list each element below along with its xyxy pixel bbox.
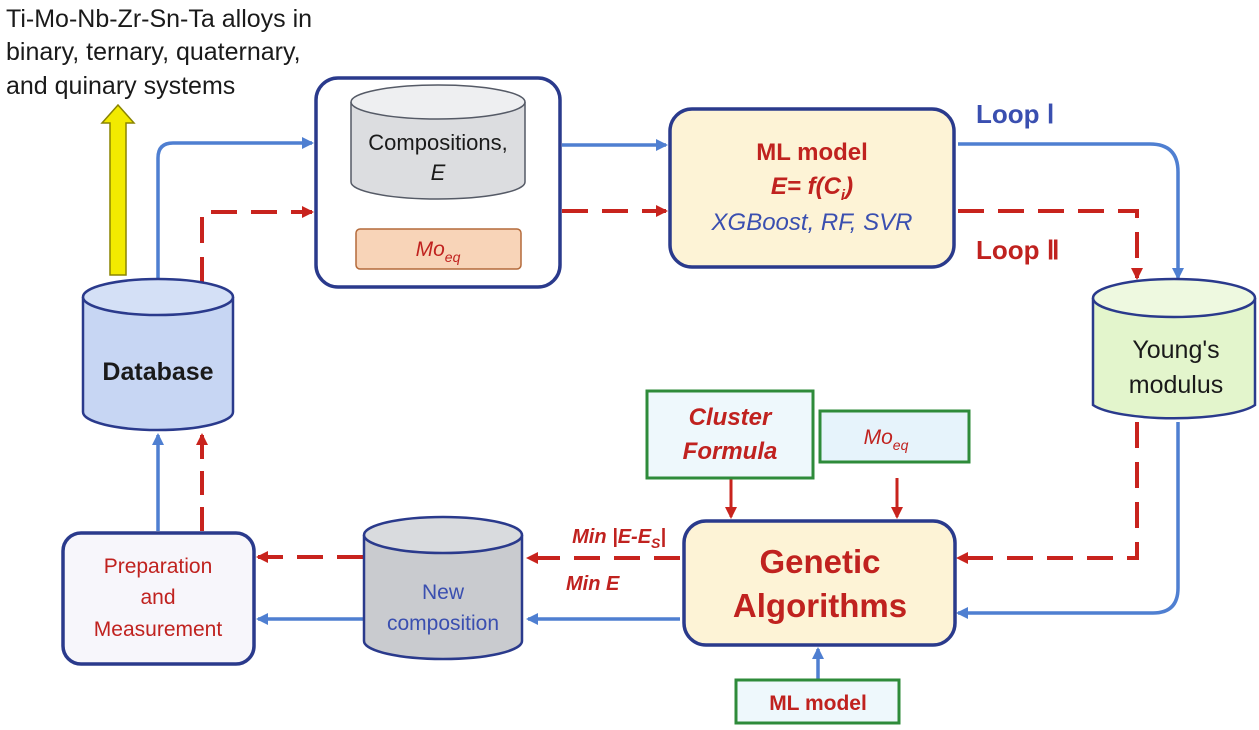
compositions-label-line2: E xyxy=(431,160,446,185)
ml-model-small-box: ML model xyxy=(734,678,901,725)
loop2-label: Loop Ⅱ xyxy=(976,235,1060,265)
arrow-ml-to-youngs-loop2 xyxy=(958,209,1143,280)
ml-model-small-label: ML model xyxy=(769,692,867,715)
preparation-line2: and xyxy=(140,586,175,609)
database-cylinder-body xyxy=(81,297,235,432)
moeq-input-label: Moeq xyxy=(864,426,909,453)
arrow-youngs-to-ga-loop1 xyxy=(956,422,1180,619)
preparation-box: Preparation and Measurement xyxy=(61,531,256,666)
youngs-label-line1: Young's xyxy=(1132,336,1219,364)
input-features-box: Compositions, E Moeq xyxy=(314,76,562,289)
ga-label-line2: Algorithms xyxy=(733,587,907,624)
arrow-youngs-to-ga-loop2 xyxy=(956,422,1139,564)
moeq-input-box: Moeq xyxy=(818,409,971,464)
objective-min-e: Min E xyxy=(566,573,620,595)
ga-label-line1: Genetic xyxy=(759,543,880,580)
arrow-database-to-moeq xyxy=(200,206,314,283)
youngs-cylinder-body xyxy=(1091,298,1257,420)
database-cylinder-top xyxy=(81,277,235,317)
arrow-database-to-inputs xyxy=(156,137,314,283)
ml-model-box: ML model E= f(Ci) XGBoost, RF, SVR xyxy=(668,107,956,269)
new-composition-node: New composition xyxy=(362,515,524,661)
source-note-line2: binary, ternary, quaternary, xyxy=(6,38,301,66)
database-node: Database xyxy=(81,277,235,432)
ml-model-title: ML model xyxy=(756,139,868,166)
moeq-feature-box xyxy=(355,228,522,270)
youngs-modulus-node: Young's modulus xyxy=(1091,277,1257,420)
newcomp-cylinder-body xyxy=(362,535,524,661)
compositions-cylinder-top xyxy=(350,84,526,120)
moeq-feature-label: Moeq xyxy=(416,238,461,265)
preparation-line3: Measurement xyxy=(94,618,223,641)
source-note-line1: Ti-Mo-Nb-Zr-Sn-Ta alloys in xyxy=(6,5,312,33)
source-note: Ti-Mo-Nb-Zr-Sn-Ta alloys in binary, tern… xyxy=(6,5,312,100)
genetic-algorithms-box: Genetic Algorithms xyxy=(682,519,957,647)
compositions-cylinder-body xyxy=(350,102,526,200)
newcomp-label-line1: New xyxy=(422,581,465,604)
arrow-ml-to-youngs-loop1 xyxy=(958,142,1184,280)
database-label: Database xyxy=(102,358,213,386)
ml-model-algorithms: XGBoost, RF, SVR xyxy=(711,209,913,236)
source-note-line3: and quinary systems xyxy=(6,72,235,100)
cluster-formula-line2: Formula xyxy=(683,438,778,465)
loop1-label: Loop Ⅰ xyxy=(976,99,1054,129)
objective-min-abs: Min |E-ES| xyxy=(572,526,666,551)
cluster-formula-line1: Cluster xyxy=(689,404,773,431)
youngs-label-line2: modulus xyxy=(1129,371,1224,399)
ml-model-equation: E= f(Ci) xyxy=(771,173,853,204)
compositions-label-line1: Compositions, xyxy=(368,130,507,155)
youngs-cylinder-top xyxy=(1091,277,1257,319)
preparation-line1: Preparation xyxy=(104,555,213,578)
newcomp-label-line2: composition xyxy=(387,612,499,635)
cluster-formula-box: Cluster Formula xyxy=(645,389,815,480)
yellow-up-arrow xyxy=(100,103,136,276)
newcomp-cylinder-top xyxy=(362,515,524,555)
